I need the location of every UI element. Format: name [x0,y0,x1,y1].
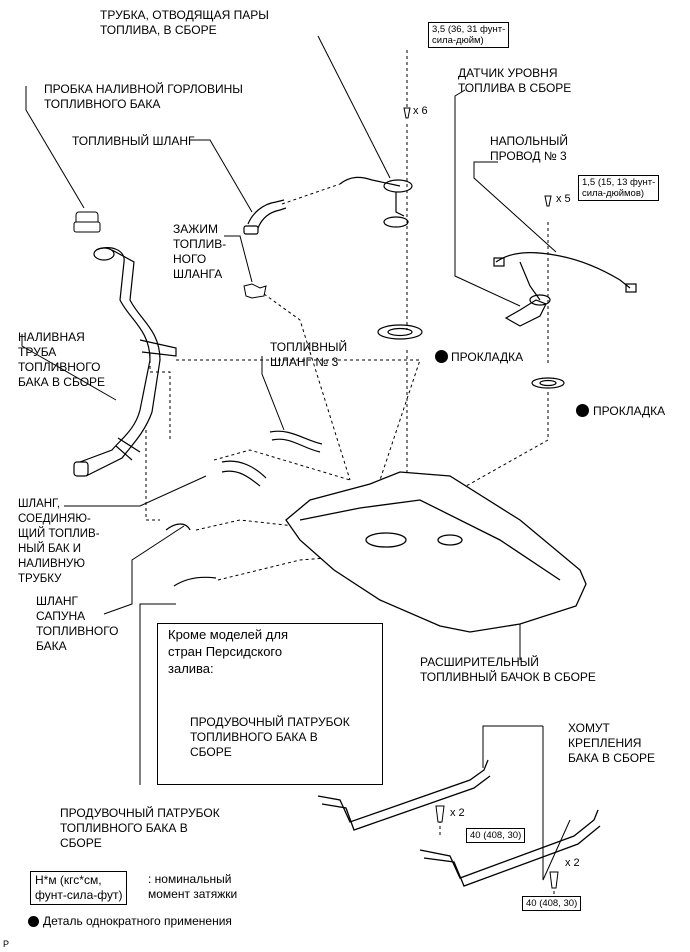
torque-box-4: 40 (408, 30) [522,896,582,911]
leader-level [454,89,521,307]
label-gasket-2: ПРОКЛАДКА [593,404,666,418]
clamp-shape [243,283,267,299]
leader-hose3 [261,356,285,431]
single-use-dot-1 [435,350,448,363]
leader-clamp [224,235,253,283]
leader-breather [103,525,185,615]
legend-single-use: Деталь однократного применения [43,914,232,928]
fuel-hose-3-shape [269,430,323,453]
label-fuel-hose-3: ТОПЛИВНЫЙ ШЛАНГ № 3 [270,340,348,369]
label-breather-hose: ШЛАНГ САПУНА ТОПЛИВНОГО БАКА [36,594,119,653]
leader-band [482,725,571,881]
inset-title: Кроме моделей для стран Персидского зали… [168,627,288,676]
leader-wire [473,161,557,253]
legend-unit-desc: : номинальный момент затяжки [148,872,238,901]
leader-connecting [64,475,207,507]
leader-fuel-hose [190,139,253,213]
filler-pipe-shape [73,247,177,477]
tank-band-shapes [317,759,601,887]
leader-filler-pipe [21,334,117,401]
label-gasket-1: ПРОКЛАДКА [451,350,524,364]
floor-wire-shape [493,252,637,301]
breather-hose-shape [165,523,217,587]
leader-filler-cap [25,86,85,209]
label-level-sensor: ДАТЧИК УРОВНЯ ТОПЛИВА В СБОРЕ [458,66,572,95]
level-sensor-shape [504,294,551,327]
label-fuel-hose: ТОПЛИВНЫЙ ШЛАНГ [72,134,195,148]
label-floor-wire: НАПОЛЬНЫЙ ПРОВОД № 3 [490,134,569,163]
connecting-hose-shape [221,460,267,487]
label-band: ХОМУТ КРЕПЛЕНИЯ БАКА В СБОРЕ [568,721,656,765]
fuel-tank-shape [285,471,587,633]
label-sub-tank: РАСШИРИТЕЛЬНЫЙ ТОПЛИВНЫЙ БАЧОК В СБОРЕ [420,655,596,684]
torque-box-1: 3,5 (36, 31 фунт- сила-дюйм) [428,22,510,48]
label-vapor-tube: ТРУБКА, ОТВОДЯЩАЯ ПАРЫ ТОПЛИВА, В СБОРЕ [100,8,269,37]
vapor-tube-shape [339,176,413,228]
label-connecting-hose: ШЛАНГ, СОЕДИНЯЮ- ЩИЙ ТОПЛИВ- НЫЙ БАК И Н… [18,498,100,585]
qty-x5: x 5 [556,193,571,205]
filler-cap-shape [73,211,101,233]
gasket-shapes [377,324,565,389]
qty-x2-a: x 2 [450,807,465,819]
label-filler-cap: ПРОБКА НАЛИВНОЙ ГОРЛОВИНЫ ТОПЛИВНОГО БАК… [44,82,243,111]
screw-shapes [403,107,559,889]
leader-vent-main [139,603,176,785]
single-use-dot-2 [576,404,589,417]
inset-panel: Кроме моделей для стран Персидского зали… [157,623,383,785]
label-hose-clamp: ЗАЖИМ ТОПЛИВ- НОГО ШЛАНГА [173,222,227,281]
leader-vapor-tube [317,35,391,179]
qty-x2-b: x 2 [565,857,580,869]
torque-box-2: 1,5 (15, 13 фунт- сила-дюймов) [578,175,660,201]
qty-x6: x 6 [413,105,428,117]
label-filler-pipe: НАЛИВНАЯ ТРУБА ТОПЛИВНОГО БАКА В СБОРЕ [18,330,106,389]
legend-single-use-dot [28,916,39,927]
torque-box-3: 40 (408, 30) [466,828,526,843]
corner-mark: P [3,939,10,949]
fuel-hose-shape [243,199,287,235]
label-vent-tube-inset: ПРОДУВОЧНЫЙ ПАТРУБОК ТОПЛИВНОГО БАКА В С… [190,715,350,759]
legend-unit-box: Н*м (кгс*см, фунт-сила-фут) [30,871,128,905]
label-vent-tube-main: ПРОДУВОЧНЫЙ ПАТРУБОК ТОПЛИВНОГО БАКА В С… [60,806,220,850]
